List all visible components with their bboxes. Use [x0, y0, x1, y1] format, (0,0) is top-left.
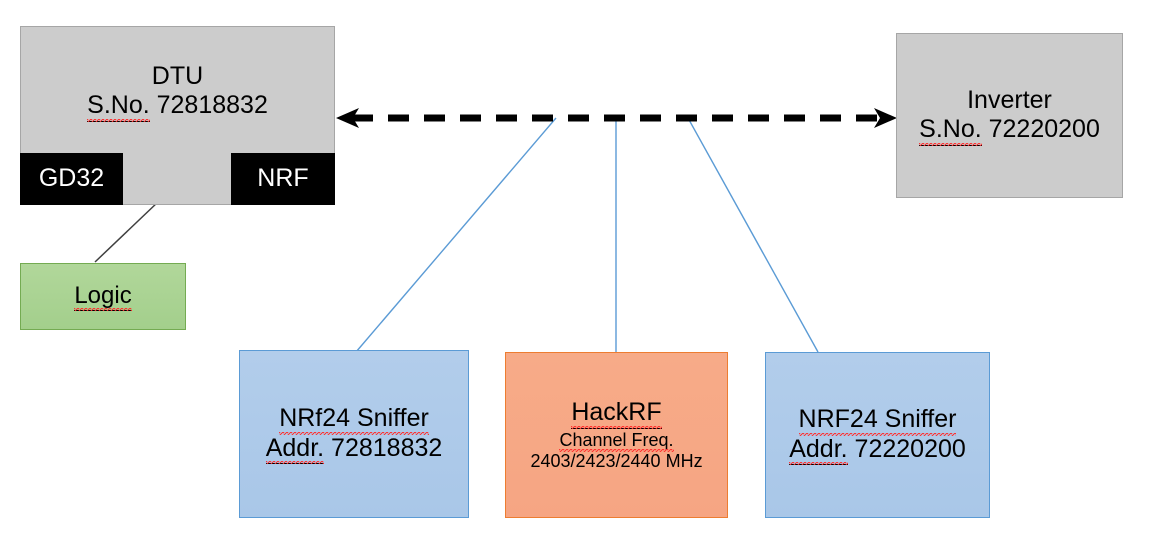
sniffer-right-addr: Addr. 72220200 [789, 434, 966, 465]
sniffer-right-title-text: NRF24 Sniffer [798, 405, 957, 435]
sniffer-left-addr-value: 72818832 [331, 433, 443, 462]
hackrf-box[interactable]: HackRF Channel Freq. 2403/2423/2440 MHz [505, 352, 728, 518]
sniffer-right-tap-line [687, 117, 819, 353]
inverter-serial: S.No. 72220200 [919, 115, 1100, 146]
gd32-label: GD32 [38, 164, 105, 193]
sniffer-left-addr-label: Addr. [265, 434, 325, 464]
dtu-title: DTU [151, 61, 204, 90]
sniffer-left-box[interactable]: NRf24 Sniffer Addr. 72818832 [239, 350, 469, 518]
sniffer-left-tap-line [355, 117, 557, 353]
logic-label: Logic [74, 282, 133, 312]
hackrf-subtitle: Channel Freq. [559, 429, 674, 452]
sniffer-left-addr: Addr. 72818832 [265, 433, 443, 464]
nrf-chip-box[interactable]: NRF [231, 153, 335, 205]
inverter-serial-label: S.No. [919, 115, 982, 146]
dtu-serial-value: 72818832 [156, 91, 268, 119]
inverter-box[interactable]: Inverter S.No. 72220200 [896, 33, 1123, 198]
logic-analyzer-box[interactable]: Logic [20, 263, 186, 330]
sniffer-left-title-text: NRf24 Sniffer [279, 404, 429, 434]
dtu-serial: S.No. 72818832 [87, 91, 268, 122]
sniffer-right-box[interactable]: NRF24 Sniffer Addr. 72220200 [765, 352, 990, 518]
hackrf-title: HackRF [571, 398, 662, 429]
sniffer-right-title: NRF24 Sniffer [798, 405, 957, 435]
dtu-serial-value-wrap [150, 91, 157, 119]
sniffer-right-addr-label: Addr. [789, 435, 848, 465]
inverter-title: Inverter [967, 85, 1052, 114]
dtu-inverter-rf-link [336, 108, 897, 128]
hackrf-frequencies: 2403/2423/2440 MHz [530, 450, 703, 471]
hackrf-title-text: HackRF [571, 398, 662, 429]
sniffer-left-title: NRf24 Sniffer [279, 404, 429, 434]
sniffer-right-addr-value: 72220200 [854, 434, 966, 463]
gd32-chip-box[interactable]: GD32 [20, 153, 123, 205]
hackrf-subtitle-text: Channel Freq. [559, 429, 674, 452]
inverter-serial-value: 72220200 [988, 115, 1100, 143]
dtu-serial-label: S.No. [87, 91, 150, 122]
nrf-label: NRF [257, 164, 309, 193]
